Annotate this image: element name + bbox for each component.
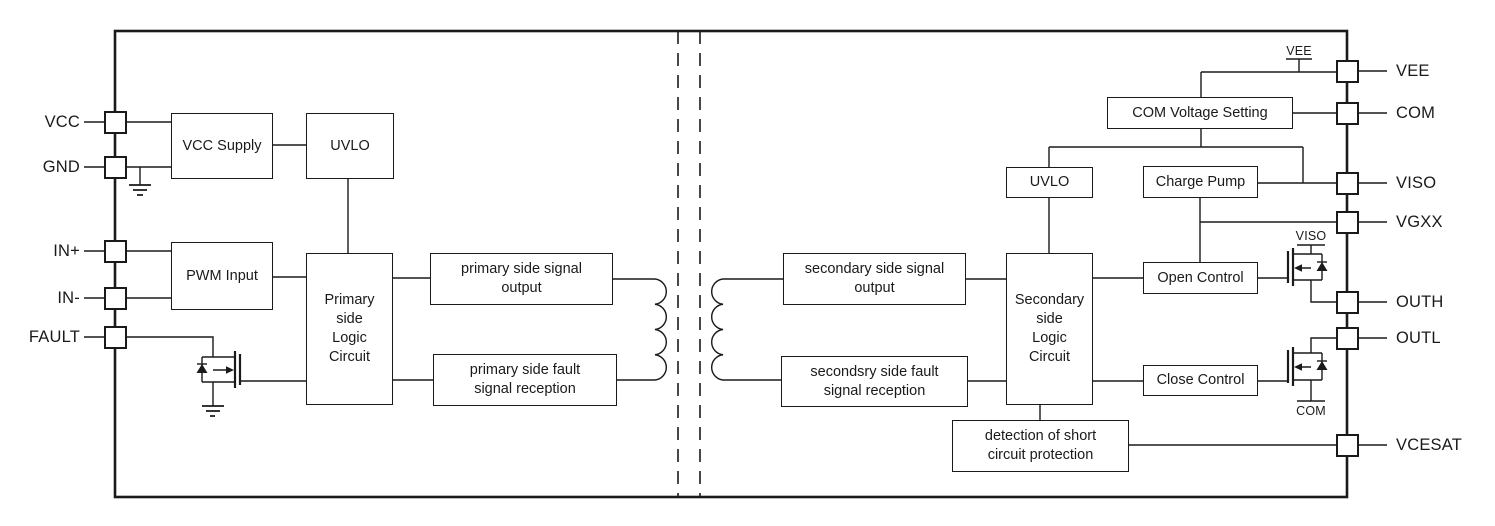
pin-label-in-plus: IN+: [53, 242, 80, 260]
block-pwm-input: PWM Input: [171, 242, 273, 310]
pin-vee: [1335, 59, 1359, 83]
pin-label-vgxx: VGXX: [1396, 213, 1443, 231]
vee-rail-label: VEE: [1286, 44, 1312, 58]
pin-com: [1335, 101, 1359, 125]
chip-outline: [113, 29, 1349, 499]
pin-vcc: [103, 110, 127, 134]
transformer-primary-coil-icon: [613, 278, 667, 381]
viso-rail-label: VISO: [1295, 229, 1327, 243]
pin-viso: [1335, 171, 1359, 195]
block-com-voltage-setting: COM Voltage Setting: [1107, 97, 1293, 129]
block-secondary-signal-output: secondary side signal output: [783, 253, 966, 305]
pin-vgxx: [1335, 210, 1359, 234]
pin-label-gnd: GND: [42, 158, 80, 176]
block-uvlo-secondary: UVLO: [1006, 167, 1093, 198]
block-short-circuit-detection: detection of short circuit protection: [952, 420, 1129, 472]
pin-label-vcc: VCC: [44, 113, 80, 131]
pin-outl: [1335, 326, 1359, 350]
pin-label-vcesat: VCESAT: [1396, 436, 1462, 454]
block-charge-pump: Charge Pump: [1143, 166, 1258, 198]
isolation-barrier-dashed-lines: [677, 31, 701, 497]
com-rail-label: COM: [1296, 404, 1326, 418]
pin-label-fault: FAULT: [28, 328, 80, 346]
pin-vcesat: [1335, 433, 1359, 457]
fault-mosfet-icon: [196, 351, 242, 417]
pin-label-viso: VISO: [1396, 174, 1437, 192]
pin-label-outl: OUTL: [1396, 329, 1441, 347]
pin-outh: [1335, 290, 1359, 314]
outl-mosfet-icon: [1286, 337, 1336, 402]
pin-in-plus: [103, 239, 127, 263]
pin-label-in-minus: IN-: [57, 289, 80, 307]
block-primary-signal-output: primary side signal output: [430, 253, 613, 305]
wires: [84, 59, 1387, 446]
pin-fault: [103, 325, 127, 349]
ground-icon: [129, 167, 151, 196]
pin-label-com: COM: [1396, 104, 1436, 122]
block-primary-fault-reception: primary side fault signal reception: [433, 354, 617, 406]
pin-label-vee: VEE: [1396, 62, 1430, 80]
block-uvlo-primary: UVLO: [306, 113, 394, 179]
block-primary-logic: Primary side Logic Circuit: [306, 253, 393, 405]
block-secondary-fault-reception: secondsry side fault signal reception: [781, 356, 968, 407]
pin-in-minus: [103, 286, 127, 310]
block-vcc-supply: VCC Supply: [171, 113, 273, 179]
transformer-secondary-coil-icon: [711, 278, 783, 381]
pin-label-outh: OUTH: [1396, 293, 1444, 311]
outh-mosfet-icon: [1286, 244, 1336, 303]
pin-gnd: [103, 155, 127, 179]
block-open-control: Open Control: [1143, 262, 1258, 294]
block-secondary-logic: Secondary side Logic Circuit: [1006, 253, 1093, 405]
block-close-control: Close Control: [1143, 365, 1258, 396]
